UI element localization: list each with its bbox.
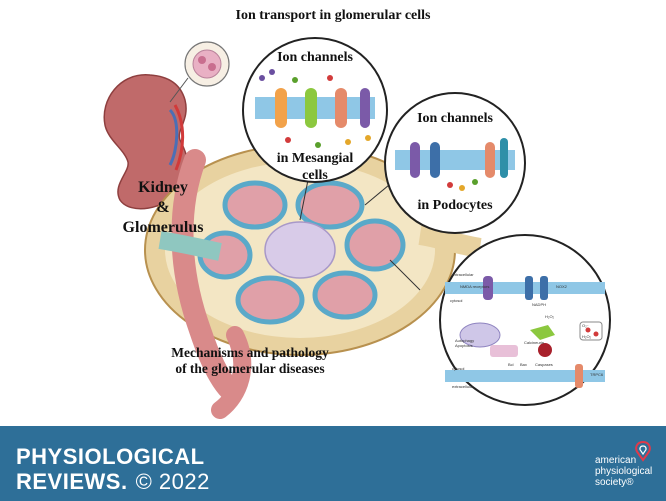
copyright-year: © 2022 (135, 469, 210, 494)
journal-footer: PHYSIOLOGICAL REVIEWS. © 2022 american ph… (0, 426, 666, 501)
mechanisms-line1: Mechanisms and pathology (171, 345, 329, 360)
bcl-label: Bcl (508, 362, 514, 367)
mechanisms-panel (439, 234, 611, 406)
podocytes-heading: Ion channels (417, 111, 493, 126)
calcineurin-label: Calcineurin (524, 340, 545, 345)
society-line3: society® (595, 477, 634, 488)
mechanisms-line2: of the glomerular diseases (175, 361, 325, 376)
kidney-illustration (103, 74, 189, 210)
mesangial-channels-panel (242, 37, 388, 183)
podocytes-caption: in Podocytes (417, 198, 493, 213)
figure-canvas: Ion transport in glomerular cells Kidney… (103, 8, 611, 419)
extracellular-bottom-label: extracellular (452, 384, 474, 389)
journal-name-line2: REVIEWS. © 2022 (16, 469, 210, 495)
mesangial-caption-line2: cells (302, 168, 328, 183)
o2-label: O₂⁻ (582, 323, 589, 328)
diagram-artwork (103, 37, 611, 419)
extracellular-top-label: extracellular (452, 272, 474, 277)
apoptosis-label: Apoptosis (455, 343, 473, 348)
aps-logo-icon (635, 440, 651, 462)
kidney-label-line1: Kidney (138, 179, 188, 196)
h2o2b-label: H₂O₂ (582, 334, 592, 339)
podocyte-channels-panel (384, 92, 526, 234)
glomerulus-inset (169, 41, 230, 103)
kidney-label-line2: & (156, 199, 170, 216)
kidney-label: Kidney & Glomerulus (108, 178, 218, 238)
society-name: american physiological society® (595, 455, 661, 488)
mesangial-heading: Ion channels (277, 50, 353, 65)
society-line2: physiological (595, 466, 653, 477)
journal-name-line2-text: REVIEWS. (16, 469, 128, 494)
autophagy-label: Autophagy (455, 338, 475, 343)
h2o2-label: H₂O₂ (545, 314, 555, 319)
mesangial-caption-line1: in Mesangial (276, 151, 354, 166)
society-line1: american (595, 455, 637, 466)
mesangial-caption: in Mesangial cells (250, 150, 380, 184)
caspases-label: Caspases (535, 362, 553, 367)
bax-label: Bax (520, 362, 527, 367)
figure-title: Ion transport in glomerular cells (235, 8, 431, 23)
mechanisms-caption: Mechanisms and pathology of the glomerul… (130, 345, 370, 377)
nadph-label: NADPH (532, 302, 547, 307)
nmda-label: NMDA receptors (460, 284, 490, 289)
trpc6-label: TRPC6 (590, 372, 604, 377)
kidney-label-line3: Glomerulus (122, 219, 204, 236)
cytosol-top-label: cytosol (450, 298, 463, 303)
nox2-label: NOX2 (556, 284, 567, 289)
journal-name-line1: PHYSIOLOGICAL (16, 444, 205, 469)
glomerulus-illustration (144, 144, 482, 419)
cytosol-bottom-label: cytosol (452, 366, 465, 371)
